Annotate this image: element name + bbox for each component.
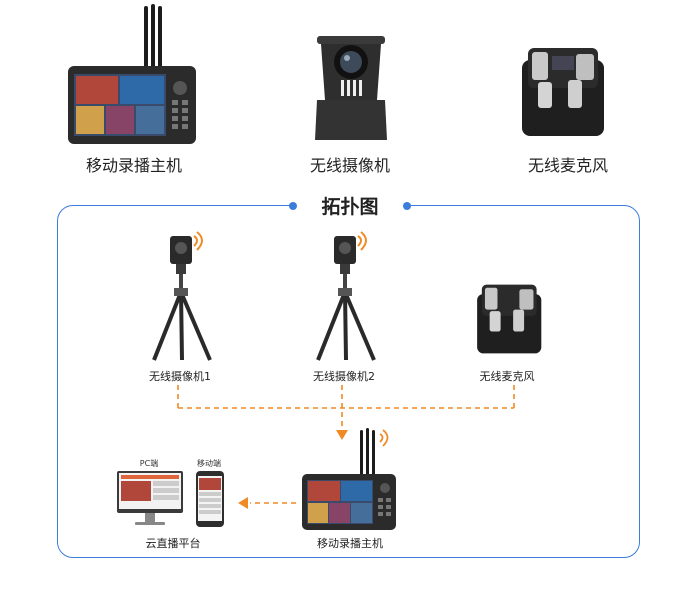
tripod-camera-1-icon bbox=[152, 231, 212, 361]
device-label-host: 移动录播主机 bbox=[85, 156, 182, 175]
broadcast-host-icon bbox=[68, 4, 196, 144]
title-dot-left bbox=[289, 202, 297, 210]
node-label-mic: 无线麦克风 bbox=[479, 370, 535, 383]
mobile-phone-icon bbox=[196, 471, 224, 527]
ptz-camera-icon bbox=[315, 36, 387, 140]
wireless-mic-icon bbox=[522, 48, 604, 136]
node-label-camera1: 无线摄像机1 bbox=[149, 370, 211, 383]
node-label-camera2: 无线摄像机2 bbox=[313, 370, 375, 383]
pc-monitor-icon bbox=[117, 471, 183, 525]
node-label-pc: PC端 bbox=[139, 459, 159, 468]
node-label-host: 移动录播主机 bbox=[317, 537, 383, 550]
device-label-camera: 无线摄像机 bbox=[309, 156, 390, 175]
topology-title: 拓扑图 bbox=[321, 196, 379, 218]
topology-mic-icon bbox=[477, 284, 542, 354]
topology-host-icon bbox=[302, 428, 396, 530]
node-label-mobile: 移动端 bbox=[197, 459, 221, 468]
tripod-camera-2-icon bbox=[316, 231, 376, 361]
title-dot-right bbox=[403, 202, 411, 210]
title-gap bbox=[292, 196, 410, 216]
device-label-mic: 无线麦克风 bbox=[527, 156, 608, 175]
node-label-cloud: 云直播平台 bbox=[145, 537, 201, 550]
